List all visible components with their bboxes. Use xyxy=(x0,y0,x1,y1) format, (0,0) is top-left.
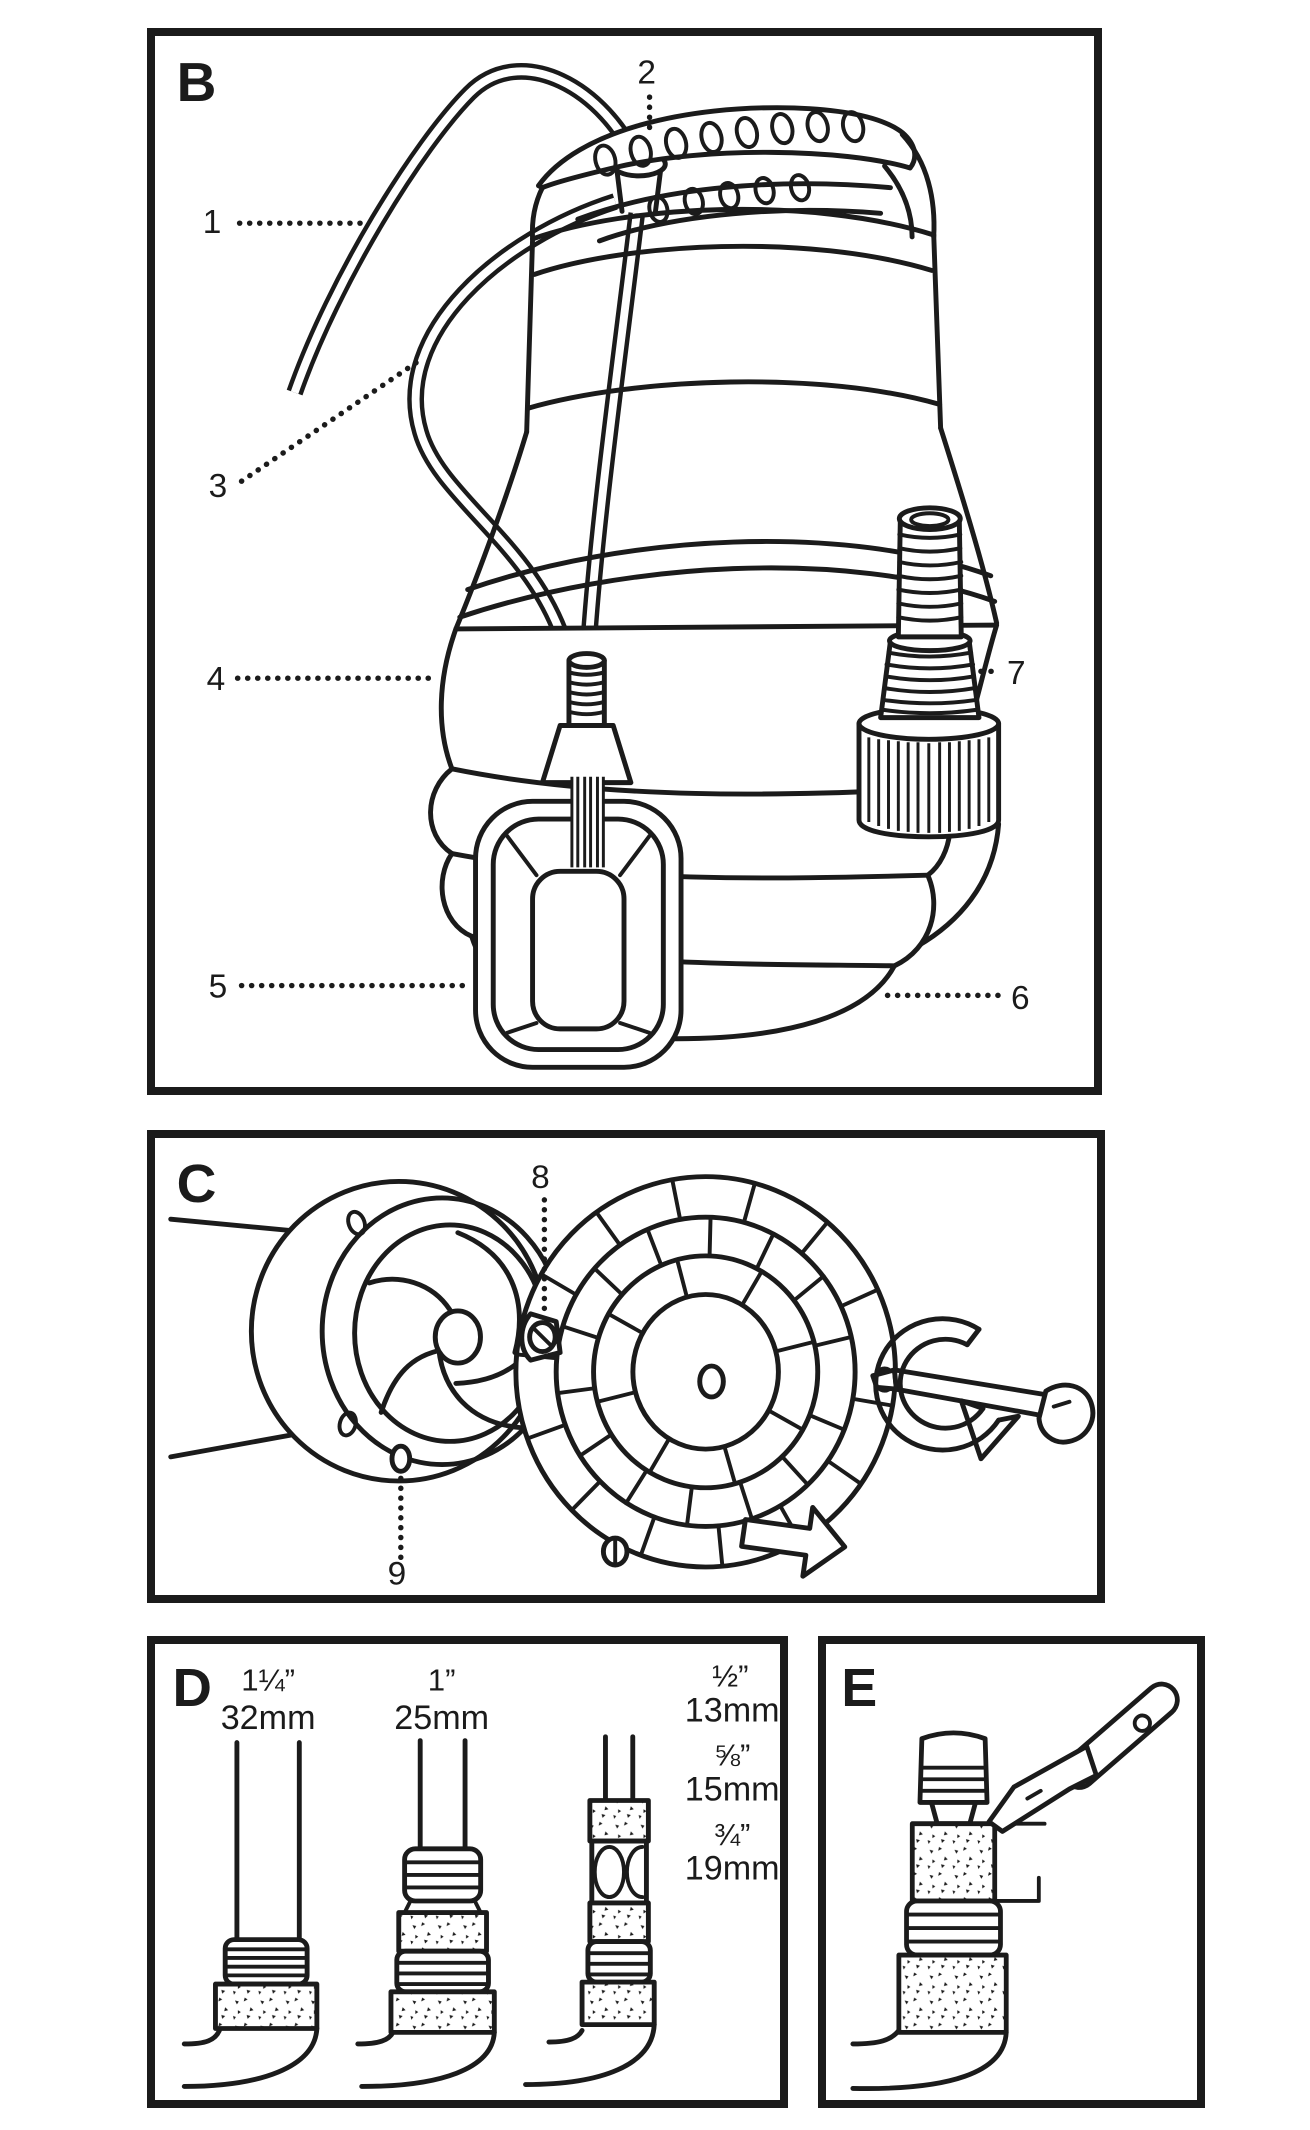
size-15-inch: ⅝” xyxy=(714,1738,750,1773)
handle-slots xyxy=(593,110,866,177)
carry-handle xyxy=(529,105,937,244)
hose-25mm-column xyxy=(355,1738,497,2089)
hose-32mm xyxy=(234,1740,302,1943)
knife-blade xyxy=(986,1743,1099,1834)
callout-3-leader xyxy=(238,358,422,484)
adapter-block xyxy=(587,1798,651,1844)
adapter-cut-illustration: E xyxy=(841,1658,1180,2091)
housing-hole-9 xyxy=(389,1443,413,1474)
knurl-lines xyxy=(867,737,991,833)
callout-5-label: 5 xyxy=(209,968,228,1005)
panel-letter-e: E xyxy=(841,1658,877,1718)
adapter-ribs-lower xyxy=(880,650,979,716)
service-illustration: 8 9 C xyxy=(168,1153,1096,1593)
motor-housing xyxy=(524,206,944,435)
direction-arrow-icon xyxy=(739,1504,848,1579)
hose-adapter xyxy=(856,505,1002,840)
handle-slots-lower xyxy=(647,173,812,224)
panel-e: E xyxy=(818,1636,1205,2108)
screw-8 xyxy=(527,1320,558,1354)
power-cable xyxy=(286,63,647,396)
adapter-block xyxy=(909,1821,998,1904)
elbow-fitting xyxy=(355,2029,497,2089)
callout-2: 2 xyxy=(637,54,656,134)
size-25-mm: 25mm xyxy=(394,1699,489,1737)
knife-pivot-screw xyxy=(1132,1713,1152,1733)
adapter-block xyxy=(388,1989,497,2035)
hose-13mm xyxy=(603,1734,636,1803)
callout-8-label: 8 xyxy=(531,1159,550,1196)
hose-32mm-column xyxy=(181,1740,320,2089)
size-19-mm: 19mm xyxy=(685,1850,780,1888)
callout-3-label: 3 xyxy=(209,468,228,505)
utility-knife xyxy=(986,1681,1180,1834)
screw-bottom xyxy=(600,1535,630,1568)
cut-marks xyxy=(994,1821,1047,1903)
size-13-inch: ½” xyxy=(712,1659,748,1694)
ribbed-coupling xyxy=(222,1937,310,1987)
adapter-block xyxy=(587,1900,651,1944)
panel-letter-d: D xyxy=(173,1657,212,1718)
pump-overview-illustration: 1 2 3 4 5 xyxy=(177,51,1030,1070)
size-13-mm: 13mm xyxy=(685,1691,780,1729)
callout-7: 7 xyxy=(978,655,1026,692)
elbow-fitting xyxy=(181,2026,320,2089)
callout-9-label: 9 xyxy=(388,1556,407,1593)
size-25-inch: 1” xyxy=(428,1663,456,1698)
radial-fins xyxy=(595,1257,816,1486)
elbow-fitting xyxy=(850,2028,1009,2091)
size-32-inch: 1¼” xyxy=(241,1663,295,1698)
callout-9: 9 xyxy=(388,1475,407,1593)
size-15-mm: 15mm xyxy=(685,1771,780,1809)
size-32-mm: 32mm xyxy=(221,1699,316,1737)
callout-1: 1 xyxy=(203,204,365,241)
float-switch xyxy=(473,776,684,1070)
elbow-fitting xyxy=(523,2022,657,2087)
panel-letter-b: B xyxy=(177,51,217,113)
adapter-block xyxy=(396,1910,489,1954)
hose-sizes-illustration: 1¼” 32mm 1” 25mm ½” 13mm ⅝” 15mm ¾” 19mm… xyxy=(173,1657,780,2089)
float-switch-cable xyxy=(407,193,646,660)
adapter-block xyxy=(896,1952,1009,2035)
adapter-neck xyxy=(929,1800,978,1827)
hose-25mm xyxy=(417,1738,468,1852)
callout-6: 6 xyxy=(884,980,1030,1017)
callout-3: 3 xyxy=(209,358,422,505)
callout-1-label: 1 xyxy=(203,204,222,241)
panel-letter-c: C xyxy=(177,1153,217,1213)
callout-8: 8 xyxy=(531,1159,550,1321)
adapter-stack xyxy=(850,1730,1047,2091)
callout-4: 4 xyxy=(207,661,435,698)
suction-plate xyxy=(513,1174,898,1570)
panel-b: 1 2 3 4 5 xyxy=(147,28,1102,1095)
cable-gland xyxy=(539,651,634,786)
segment-lines-inner xyxy=(556,1215,854,1528)
callout-4-label: 4 xyxy=(207,661,226,698)
adapter-block xyxy=(213,1981,320,2031)
float-cable-hatch xyxy=(570,776,605,868)
rotation-arrow-icon xyxy=(873,1316,1021,1462)
panel-c: 8 9 C xyxy=(147,1130,1105,1603)
impeller-housing xyxy=(248,1179,565,1484)
pump-illustration: 1 2 3 4 5 xyxy=(203,54,1030,1070)
adapter-block xyxy=(579,1979,657,2028)
callout-7-label: 7 xyxy=(1007,655,1026,692)
callout-6-label: 6 xyxy=(1011,980,1030,1017)
panel-d: 1¼” 32mm 1” 25mm ½” 13mm ⅝” 15mm ¾” 19mm… xyxy=(147,1636,788,2108)
size-19-inch: ¾” xyxy=(714,1817,750,1852)
hose-13mm-column xyxy=(523,1734,657,2087)
adapter-ribs-upper xyxy=(896,532,964,623)
callout-2-label: 2 xyxy=(637,54,656,91)
callout-5: 5 xyxy=(209,968,471,1005)
